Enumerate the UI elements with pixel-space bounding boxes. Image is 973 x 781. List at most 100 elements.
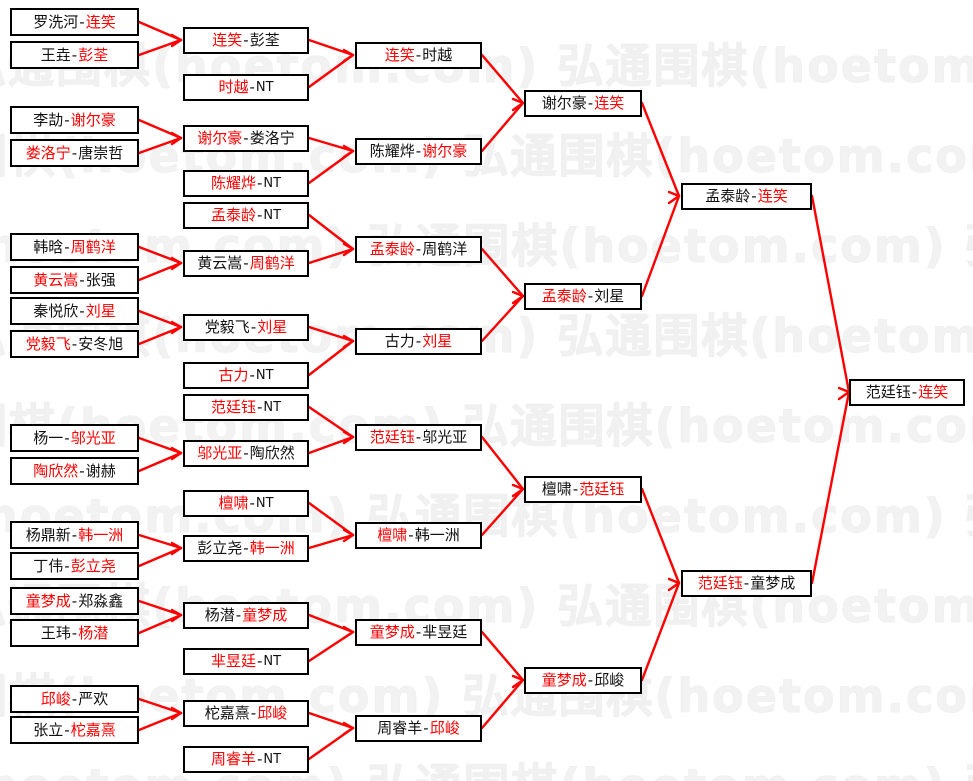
vs-separator: - [64,428,70,447]
player-right: 连笑 [757,187,788,205]
player-left: 孟泰龄 [541,287,587,305]
vs-separator: - [256,750,263,768]
player-left: 连笑 [384,46,415,64]
match-box[interactable]: 杨一-邬光亚 [10,424,139,452]
match-box[interactable]: 陈耀烨-NT [183,170,309,197]
match-box[interactable]: 娄洛宁-唐崇哲 [10,139,139,167]
vs-separator: - [243,31,249,49]
match-box[interactable]: 范廷钰-邬光亚 [355,424,482,451]
vs-separator: - [249,366,255,384]
match-box[interactable]: 孟泰龄-NT [183,202,309,229]
player-right: 韩一洲 [78,525,124,544]
vs-separator: - [587,671,594,689]
match-box[interactable]: 孟泰龄-刘星 [524,283,642,310]
match-box[interactable]: 韩晗-周鹤洋 [10,233,139,261]
match-box[interactable]: 丁伟-彭立尧 [10,552,139,580]
player-left: 范廷钰 [697,574,743,592]
match-box[interactable]: 党毅飞-安冬旭 [10,330,139,358]
player-left: 陈耀烨 [210,174,256,192]
player-right: 邱峻 [594,671,625,689]
player-right: 谢赫 [85,461,116,480]
match-box[interactable]: 孟泰龄-连笑 [681,183,812,210]
match-box[interactable]: 黄云嵩-张强 [10,266,139,294]
match-box[interactable]: 王玮-杨潜 [10,619,139,647]
match-box[interactable]: 罗洗河-连笑 [10,8,139,36]
player-left: 党毅飞 [204,318,250,336]
vs-separator: - [79,461,85,480]
vs-separator: - [71,525,78,544]
player-left: 檀啸 [541,480,572,498]
match-box[interactable]: 檀啸-范廷钰 [524,476,642,503]
player-right: 时越 [422,46,453,64]
match-box[interactable]: 党毅飞-刘星 [183,314,309,341]
player-right: 刘星 [422,332,453,350]
player-left: 王玮 [40,623,71,642]
match-box[interactable]: 古力-NT [183,362,309,389]
match-box[interactable]: 童梦成-郑淼鑫 [10,587,139,615]
match-box[interactable]: 陶欣然-谢赫 [10,457,139,485]
match-box[interactable]: 芈昱廷-NT [183,648,309,675]
vs-separator: - [572,480,579,498]
vs-separator: - [256,206,263,224]
match-box[interactable]: 邱峻-严欢 [10,685,139,713]
player-left: 童梦成 [369,623,415,641]
player-right: 刘星 [257,318,288,336]
player-right: 芈昱廷 [422,623,468,641]
match-box[interactable]: 谢尔豪-娄洛宁 [183,125,309,152]
match-box[interactable]: 杨鼎新-韩一洲 [10,521,139,549]
match-box[interactable]: 张立-柁嘉熹 [10,716,139,744]
player-right: 周鹤洋 [70,237,116,256]
player-left: 杨鼎新 [25,525,71,544]
player-left: 周睿羊 [377,719,423,737]
match-box[interactable]: 连笑-时越 [355,42,482,69]
match-box[interactable]: 范廷钰-NT [183,394,309,421]
watermark-text: 弘通围棋(hoetom.com) 弘通围棋(hoetom.com) 弘通围棋(h… [0,399,973,454]
match-box[interactable]: 邬光亚-陶欣然 [183,440,309,467]
player-left: 檀啸 [218,494,249,512]
match-box[interactable]: 孟泰龄-周鹤洋 [355,236,482,263]
vs-separator: - [243,129,249,147]
vs-separator: - [743,574,750,592]
player-left: 黄云嵩 [33,270,79,289]
match-box[interactable]: 童梦成-芈昱廷 [355,619,482,646]
player-left: 时越 [218,78,249,96]
player-right: 陶欣然 [249,444,295,462]
match-box[interactable]: 彭立尧-韩一洲 [183,535,309,562]
match-box[interactable]: 周睿羊-NT [183,746,309,773]
player-left: 范廷钰 [210,398,256,416]
match-box[interactable]: 周睿羊-邱峻 [355,715,482,742]
vs-separator: - [256,398,263,416]
match-box[interactable]: 王垚-彭荃 [10,41,139,69]
match-box[interactable]: 谢尔豪-连笑 [524,90,642,117]
match-box[interactable]: 檀啸-NT [183,490,309,517]
player-left: 童梦成 [541,671,587,689]
match-box[interactable]: 秦悦欣-刘星 [10,297,139,325]
match-box[interactable]: 陈耀烨-谢尔豪 [355,138,482,165]
vs-separator: - [243,444,249,462]
player-left: 范廷钰 [865,383,911,401]
match-box[interactable]: 童梦成-邱峻 [524,667,642,694]
watermark-text: 弘通围棋(hoetom.com) 弘通围棋(hoetom.com) 弘通围棋(h… [0,129,973,184]
vs-separator: - [64,110,70,129]
match-box[interactable]: 檀啸-韩一洲 [355,522,482,549]
player-right: 连笑 [85,12,116,31]
match-box[interactable]: 范廷钰-连笑 [849,379,965,406]
match-box[interactable]: 柁嘉熹-邱峻 [183,700,309,727]
match-box[interactable]: 连笑-彭荃 [183,27,309,54]
player-left: 古力 [384,332,415,350]
match-box[interactable]: 杨潜-童梦成 [183,602,309,629]
match-box[interactable]: 黄云嵩-周鹤洋 [183,250,309,277]
player-left: 党毅飞 [25,334,71,353]
watermark-text: 弘通围棋(hoetom.com) 弘通围棋(hoetom.com) 弘通围棋(h… [0,669,973,724]
vs-separator: - [71,591,78,610]
player-left: 连笑 [212,31,243,49]
player-left: 张立 [33,720,64,739]
player-left: 芈昱廷 [210,652,256,670]
player-left: 谢尔豪 [541,94,587,112]
match-box[interactable]: 李劼-谢尔豪 [10,106,139,134]
match-box[interactable]: 时越-NT [183,74,309,101]
vs-separator: - [243,254,249,272]
match-box[interactable]: 范廷钰-童梦成 [681,570,812,597]
match-box[interactable]: 古力-刘星 [355,328,482,355]
